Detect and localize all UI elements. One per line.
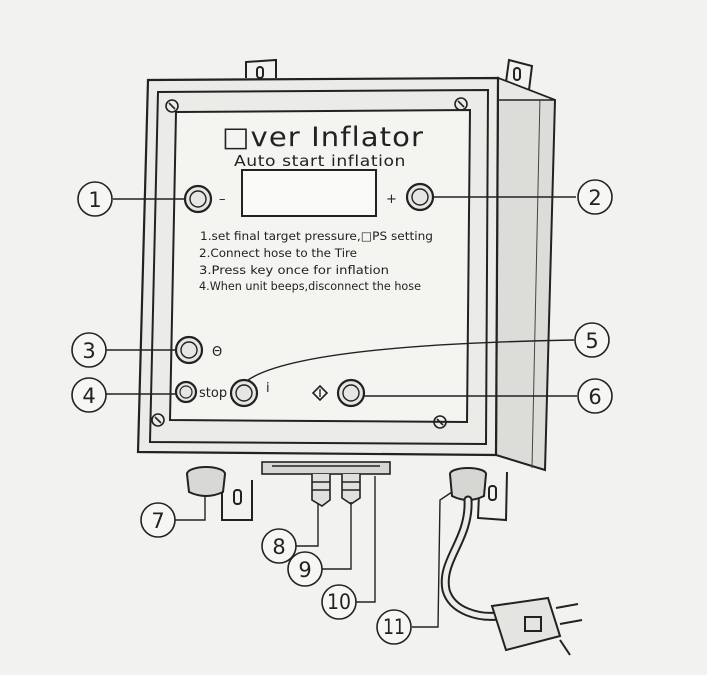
callout-1-label: 1 (88, 188, 101, 212)
stop-label: stop (199, 386, 227, 401)
minus-button[interactable] (183, 184, 213, 214)
cable-gland (449, 467, 487, 501)
callout-4: 4 (71, 377, 107, 413)
plus-button[interactable] (405, 182, 435, 212)
pressure-display (241, 169, 377, 217)
i-symbol: i (266, 381, 270, 396)
minus-label: – (219, 192, 226, 207)
plus-label: + (386, 192, 397, 207)
callout-6: 6 (577, 378, 613, 414)
panel-title: □ver Inflator (222, 122, 424, 153)
screw-icon (151, 413, 165, 427)
front-bezel (148, 88, 490, 446)
callout-4-label: 4 (82, 384, 95, 408)
power-plug-icon (490, 596, 583, 656)
callout-8: 8 (261, 528, 297, 564)
callout-leaders (106, 196, 577, 628)
bottom-mount-bracket-left (221, 478, 253, 521)
callout-10: 10 (321, 584, 357, 620)
stop-button[interactable] (174, 380, 198, 404)
callout-9-label: 9 (298, 558, 311, 582)
screw-icon (454, 97, 468, 111)
callout-11-label: 11 (383, 615, 405, 639)
mode-button[interactable] (336, 378, 366, 408)
start-button[interactable] (229, 378, 259, 408)
callout-7-label: 7 (151, 509, 164, 533)
pressure-knob[interactable] (186, 466, 226, 497)
instruction-step-3: 3.Press key once for inflation (199, 263, 389, 277)
top-mount-bracket-right (505, 58, 534, 91)
panel-subtitle: Auto start inflation (234, 152, 406, 170)
callout-2: 2 (577, 179, 613, 215)
callout-1: 1 (77, 181, 113, 217)
callout-8-label: 8 (272, 535, 285, 559)
instruction-step-1: 1.set final target pressure,□PS setting (200, 229, 433, 243)
diamond-symbol-icon (311, 384, 329, 402)
power-button[interactable] (174, 335, 204, 365)
enclosure-side (494, 76, 557, 472)
callout-5: 5 (574, 322, 610, 358)
bottom-fittings (261, 461, 391, 507)
callout-11: 11 (376, 609, 412, 645)
callout-2-label: 2 (588, 186, 601, 210)
callout-6-label: 6 (588, 385, 601, 409)
power-symbol-icon: Θ (212, 345, 222, 360)
callout-7: 7 (140, 502, 176, 538)
instruction-step-4: 4.When unit beeps,disconnect the hose (199, 279, 421, 293)
callout-9: 9 (287, 551, 323, 587)
instruction-step-2: 2.Connect hose to the Tire (199, 246, 357, 260)
panel-screws (151, 97, 468, 429)
screw-icon (433, 415, 447, 429)
callout-10-label: 10 (327, 590, 351, 614)
callout-3-label: 3 (82, 339, 95, 363)
callout-3: 3 (71, 332, 107, 368)
top-mount-bracket-left (245, 58, 277, 79)
callout-5-label: 5 (585, 329, 598, 353)
screw-icon (165, 99, 179, 113)
